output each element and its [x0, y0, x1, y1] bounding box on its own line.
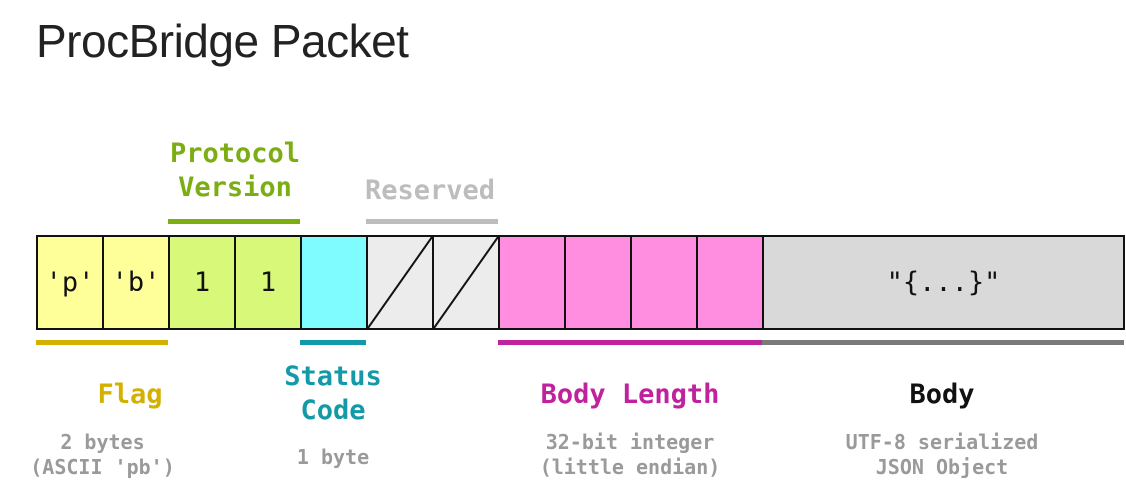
version-byte-1: 1 [168, 235, 236, 330]
diagram-title: ProcBridge Packet [36, 15, 409, 67]
body-bar [762, 340, 1124, 345]
body-length-bar [498, 340, 762, 345]
slash-icon [434, 237, 498, 328]
flag-byte-p: 'p' [36, 235, 104, 330]
flag-bar [36, 340, 168, 345]
length-byte-2 [564, 235, 632, 330]
body-length-label: Body Length [540, 379, 720, 410]
body-label: Body [909, 379, 975, 410]
version-byte-2: 1 [234, 235, 302, 330]
reserved-label: Reserved [364, 175, 496, 206]
length-byte-4 [696, 235, 764, 330]
protocol-version-label: Protocol Version [169, 138, 301, 203]
reserved-bar [366, 219, 498, 224]
length-byte-3 [630, 235, 698, 330]
length-byte-1 [498, 235, 566, 330]
status-code-label: Status Code [284, 361, 382, 426]
reserved-byte-1 [366, 235, 434, 330]
reserved-byte-2 [432, 235, 500, 330]
protocol-version-bar [168, 219, 300, 224]
body-description: UTF-8 serialized JSON Object [845, 430, 1039, 479]
flag-byte-b: 'b' [102, 235, 170, 330]
body-cell: "{...}" [762, 235, 1125, 330]
slash-icon [368, 237, 432, 328]
status-code-bar [300, 340, 366, 345]
flag-label: Flag [97, 379, 163, 410]
status-code-byte [300, 235, 368, 330]
body-length-description: 32-bit integer (little endian) [539, 430, 721, 479]
flag-description: 2 bytes (ASCII 'pb') [30, 430, 175, 479]
status-code-description: 1 byte [296, 445, 370, 469]
